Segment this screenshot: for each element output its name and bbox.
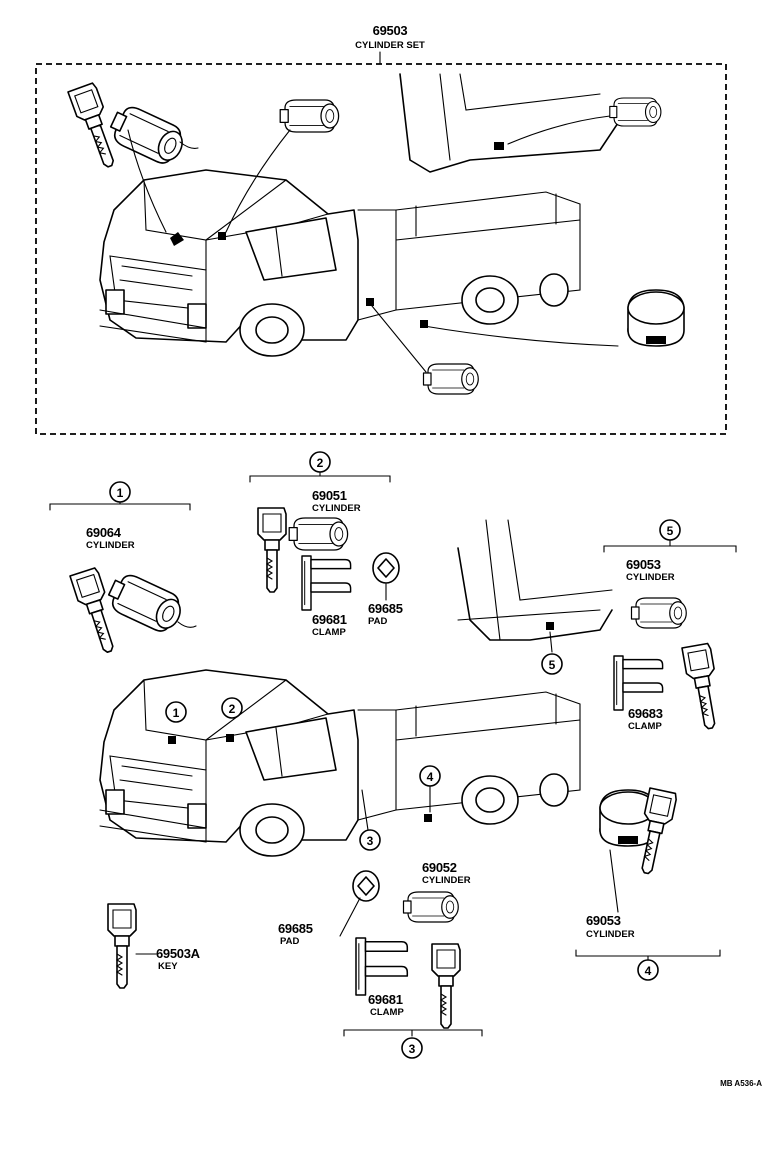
part-number-69685-b: 69685 <box>278 921 313 936</box>
side-door-detail: 5 <box>457 519 613 675</box>
fuel-cap-icon <box>627 289 685 347</box>
part-number-69053-a: 69053 <box>626 557 661 572</box>
diagram-code: MB A536-A <box>720 1079 762 1088</box>
callout-3: 3 <box>409 1042 416 1056</box>
callout-5-marker: 5 <box>549 658 556 672</box>
part-name-69051: CYLINDER <box>312 503 361 514</box>
key-icon <box>431 943 461 1029</box>
group-5: 5 69053 CYLINDER 69683 CLAMP <box>603 519 737 732</box>
part-number-69503: 69503 <box>373 23 408 38</box>
part-name-69053-a: CYLINDER <box>626 572 675 583</box>
key-icon <box>107 903 137 989</box>
group-4: 69053 CYLINDER 4 <box>575 787 721 981</box>
cylinder-69053-icon <box>630 597 687 629</box>
callout-4: 4 <box>645 964 652 978</box>
cylinder-69064-icon <box>102 568 188 638</box>
cylinder-set-group: 69503 CYLINDER SET <box>35 23 727 435</box>
door-detail-illustration <box>399 73 621 173</box>
part-number-69052: 69052 <box>422 860 457 875</box>
callout-2-marker: 2 <box>229 702 236 716</box>
cylinder-set-boundary <box>35 63 727 435</box>
part-name-69053-b: CYLINDER <box>586 929 635 940</box>
part-name-69685-b: PAD <box>280 936 299 947</box>
part-name-cylinder-set: CYLINDER SET <box>355 40 425 51</box>
part-name-69685-a: PAD <box>368 616 387 627</box>
clamp-69681-icon <box>301 555 352 611</box>
key-icon <box>257 507 287 593</box>
cylinder-69051-icon <box>288 517 349 551</box>
pad-69685-icon <box>352 870 380 902</box>
part-name-69064: CYLINDER <box>86 540 135 551</box>
side-door-cylinder-icon <box>609 97 662 127</box>
part-number-69683: 69683 <box>628 706 663 721</box>
part-name-69503a: KEY <box>158 961 178 972</box>
callout-1: 1 <box>117 486 124 500</box>
callout-5: 5 <box>667 524 674 538</box>
part-name-69683: CLAMP <box>628 721 662 732</box>
group-1: 1 69064 CYLINDER <box>49 481 197 657</box>
part-number-69685-a: 69685 <box>368 601 403 616</box>
part-name-69681-a: CLAMP <box>312 627 346 638</box>
part-number-69064: 69064 <box>86 525 122 540</box>
truck-illustration-top <box>99 169 581 357</box>
callout-2: 2 <box>317 456 324 470</box>
part-number-69503a: 69503A <box>156 946 201 961</box>
part-number-69051: 69051 <box>312 488 347 503</box>
part-name-69052: CYLINDER <box>422 875 471 886</box>
part-number-69681-b: 69681 <box>368 992 403 1007</box>
truck-illustration-lower: 1 2 4 3 <box>99 669 581 857</box>
part-number-69053-b: 69053 <box>586 913 621 928</box>
part-name-69681-b: CLAMP <box>370 1007 404 1018</box>
callout-3-marker: 3 <box>367 834 374 848</box>
part-number-69681-a: 69681 <box>312 612 347 627</box>
door-cylinder-icon <box>279 99 340 133</box>
callout-4-marker: 4 <box>427 770 434 784</box>
pad-69685-icon <box>372 552 400 584</box>
lower-door-cylinder-icon <box>422 363 479 395</box>
clamp-69683-icon <box>613 655 664 711</box>
group-3: 69052 CYLINDER 69685 PAD 69681 CLAMP 3 <box>278 860 483 1059</box>
ignition-cylinder-icon <box>104 100 190 170</box>
group-2: 2 69051 CYLINDER 69681 CLAMP 69685 PAD <box>249 451 403 638</box>
key-69503a-group: 69503A KEY <box>107 903 201 989</box>
clamp-69681-icon <box>355 937 409 996</box>
callout-1-marker: 1 <box>173 706 180 720</box>
key-icon <box>681 642 725 732</box>
cylinder-69052-icon <box>402 891 459 923</box>
